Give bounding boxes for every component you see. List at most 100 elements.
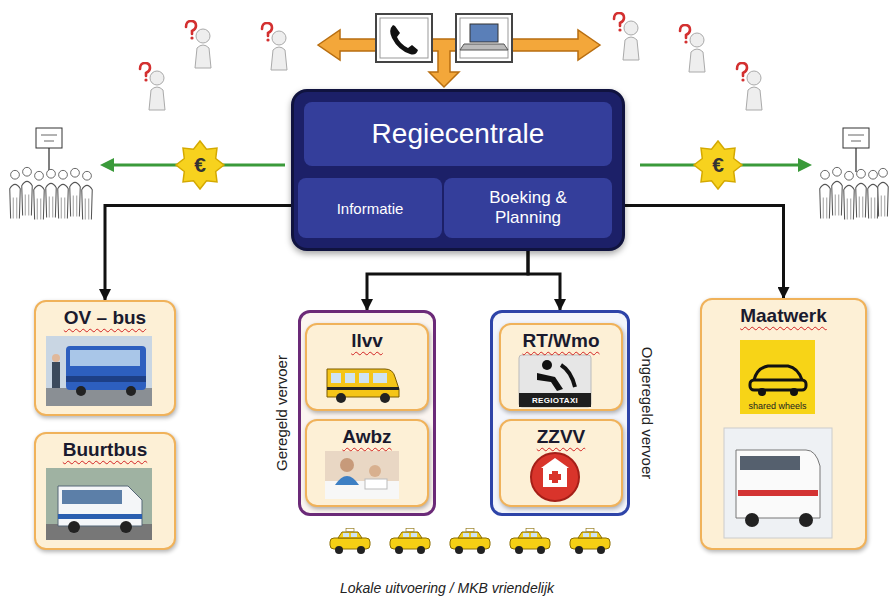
node-label: Maatwerk xyxy=(702,300,865,327)
picture-part xyxy=(335,476,359,485)
picture-part xyxy=(327,369,399,397)
picture-part xyxy=(68,521,80,533)
illustration-part xyxy=(510,529,550,555)
illustration-part xyxy=(848,135,864,136)
illustration-part xyxy=(390,529,430,555)
illustration-part xyxy=(376,14,432,62)
taxi-row xyxy=(330,529,610,555)
illustration-part xyxy=(843,128,869,148)
transport-card: OV – bus xyxy=(34,300,176,416)
illustration-part xyxy=(22,167,33,215)
illustration-part xyxy=(694,141,742,189)
picture-part xyxy=(740,456,800,470)
picture-part xyxy=(369,465,381,477)
picture-part xyxy=(52,354,60,362)
picture-part xyxy=(758,388,766,396)
picture-part xyxy=(66,346,146,390)
transport-card: llvv xyxy=(305,323,429,411)
contact-channels xyxy=(318,14,600,87)
node-label: ZZVV xyxy=(501,421,621,448)
group-box: Ongeregeld vervoerRT/WmoZZVV xyxy=(490,310,630,516)
illustration-part xyxy=(614,13,639,60)
picture-part xyxy=(66,376,146,382)
node-label: Buurtbus xyxy=(36,434,174,461)
node-label: Geregeld vervoer xyxy=(273,355,290,471)
illustration-part xyxy=(70,168,81,216)
illustration-part xyxy=(34,171,45,219)
group-box: Geregeld vervoerllvvAwbz xyxy=(298,310,436,516)
transport-card: Maatwerk xyxy=(700,298,867,550)
picture-part xyxy=(46,468,152,540)
picture-part xyxy=(738,490,818,496)
illustration-part xyxy=(460,18,508,58)
picture-part xyxy=(541,458,569,468)
transport-card: ZZVV xyxy=(499,419,623,507)
illustration-part xyxy=(44,141,54,142)
picture-part xyxy=(58,486,142,526)
illustration-part xyxy=(512,30,600,60)
picture-part xyxy=(76,386,86,396)
illustration-part xyxy=(456,14,512,62)
picture-part xyxy=(46,388,152,406)
illustration-part xyxy=(58,170,69,218)
picture-part xyxy=(325,451,399,499)
picture-part xyxy=(70,350,140,366)
illustration-part xyxy=(48,148,50,172)
illustration-part xyxy=(820,170,831,218)
picture-part xyxy=(46,336,152,406)
illustration-part xyxy=(390,25,418,55)
counter-crowd-right xyxy=(820,128,889,220)
illustration-part xyxy=(262,23,287,70)
picture-part xyxy=(365,479,387,489)
connector xyxy=(105,206,291,300)
illustration-part xyxy=(100,158,114,172)
picture-part xyxy=(359,373,369,383)
picture-part xyxy=(543,467,567,487)
transport-card: Buurtbus xyxy=(34,432,176,550)
picture-part xyxy=(126,386,136,396)
picture-part xyxy=(62,490,122,504)
illustration-part xyxy=(832,167,843,215)
currency-symbol: € xyxy=(712,153,724,177)
node-label: Informatie xyxy=(337,200,404,217)
info-box: Informatie xyxy=(298,178,442,238)
illustration-part xyxy=(140,63,165,110)
illustration-part xyxy=(680,25,705,72)
illustration-part xyxy=(878,168,889,216)
illustration-part xyxy=(330,529,370,555)
illustration-part xyxy=(737,63,762,110)
logo-text: shared wheels xyxy=(748,401,806,411)
illustration-part xyxy=(82,171,93,219)
node-label: llvv xyxy=(307,325,427,352)
picture-part xyxy=(750,380,806,390)
illustration-part xyxy=(186,21,211,68)
illustration-part xyxy=(450,529,490,555)
illustration-part xyxy=(380,18,428,58)
node-picture xyxy=(702,300,857,552)
currency-symbol: € xyxy=(194,153,206,177)
picture-part xyxy=(736,450,820,518)
node-label: Awbz xyxy=(307,421,427,448)
node-label: Ongeregeld vervoer xyxy=(639,347,656,480)
picture-part xyxy=(542,360,552,370)
illustration-part xyxy=(460,44,508,50)
picture-part xyxy=(531,453,579,501)
picture-part xyxy=(561,365,575,387)
picture-part xyxy=(331,373,341,383)
illustration-part xyxy=(855,148,857,172)
control-center-box: RegiecentraleInformatieBoeking & Plannin… xyxy=(291,89,625,251)
node-label: Boeking & Planning xyxy=(463,188,593,229)
illustration-part xyxy=(46,169,57,217)
picture-part xyxy=(754,366,802,380)
counter-crowd-left xyxy=(10,128,93,220)
illustration-part xyxy=(10,170,21,218)
logo-text: REGIOTAXI xyxy=(532,396,578,405)
connector xyxy=(625,206,784,298)
picture-part xyxy=(549,474,561,480)
picture-part xyxy=(58,514,142,519)
picture-part xyxy=(724,428,832,538)
picture-part xyxy=(745,513,759,527)
booking-box: Boeking & Planning xyxy=(444,178,612,238)
node-label: OV – bus xyxy=(36,302,174,329)
